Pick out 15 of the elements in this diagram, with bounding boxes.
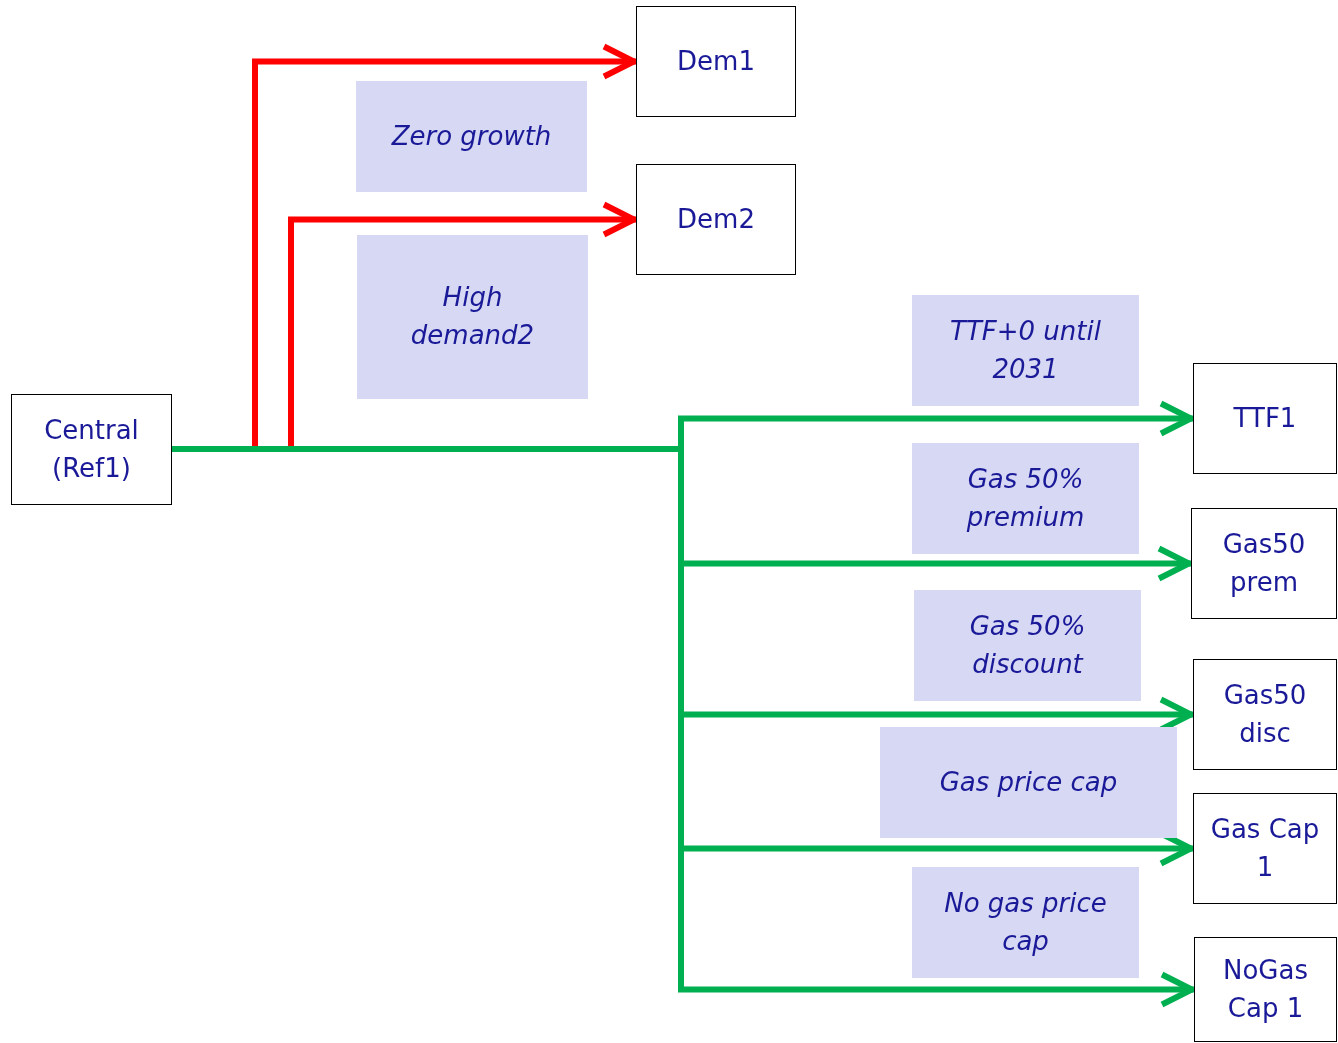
note-box: Zero growth	[356, 81, 587, 192]
scenario-box: TTF1	[1193, 363, 1337, 474]
note-box: Gas 50% discount	[914, 590, 1141, 701]
scenario-box: Gas Cap 1	[1193, 793, 1337, 904]
note-box: TTF+0 until 2031	[912, 295, 1139, 406]
scenario-box: Gas50 prem	[1191, 508, 1337, 619]
note-box: Gas price cap	[880, 727, 1177, 838]
scenario-box: Dem2	[636, 164, 796, 275]
note-box: High demand2	[357, 235, 588, 399]
scenario-box: Dem1	[636, 6, 796, 117]
scenario-box: Gas50 disc	[1193, 659, 1337, 770]
note-box: No gas price cap	[912, 867, 1139, 978]
scenario-box: Central (Ref1)	[11, 394, 172, 505]
scenario-box: NoGas Cap 1	[1194, 937, 1337, 1042]
note-box: Gas 50% premium	[912, 443, 1139, 554]
